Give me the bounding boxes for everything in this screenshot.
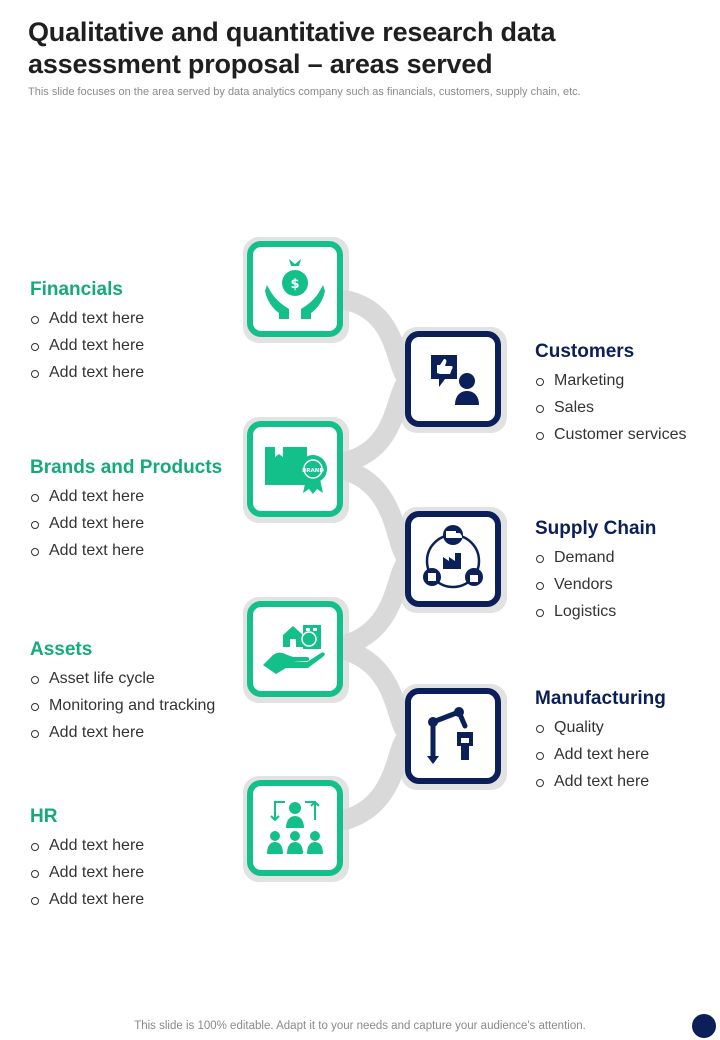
list-item: Add text here <box>30 863 144 890</box>
list-item: Logistics <box>535 602 656 629</box>
tile-supply-chain <box>405 511 501 607</box>
area-title: Assets <box>30 639 93 660</box>
page-indicator-dot <box>692 1014 716 1038</box>
list-item: Add text here <box>30 890 144 917</box>
supply-chain-cycle-icon <box>423 525 483 589</box>
list-item: Add text here <box>30 723 215 750</box>
list-item: Marketing <box>535 371 686 398</box>
area-hr: HR Add text here Add text here Add text … <box>30 806 144 917</box>
page-title: Qualitative and quantitative research da… <box>28 17 556 79</box>
area-supply-chain: Supply Chain Demand Vendors Logistics <box>535 518 656 629</box>
list-item: Customer services <box>535 425 686 452</box>
list-item: Add text here <box>535 772 666 799</box>
team-icon <box>267 800 323 854</box>
svg-text:BRAND: BRAND <box>302 468 324 474</box>
tile-hr <box>247 780 343 876</box>
area-title: Manufacturing <box>535 688 666 709</box>
list-item: Add text here <box>30 336 144 363</box>
brand-box-icon: BRAND <box>265 447 327 494</box>
list-item: Monitoring and tracking <box>30 696 215 723</box>
area-customers: Customers Marketing Sales Customer servi… <box>535 341 686 452</box>
tile-financials: $ <box>247 241 343 337</box>
money-bag-hands-icon: $ <box>265 259 325 319</box>
list-item: Add text here <box>30 514 222 541</box>
area-financials: Financials Add text here Add text here A… <box>30 279 144 390</box>
footer-note: This slide is 100% editable. Adapt it to… <box>134 1020 586 1032</box>
list-item: Quality <box>535 718 666 745</box>
customer-feedback-icon <box>431 355 479 405</box>
page-subtitle: This slide focuses on the area served by… <box>28 86 581 98</box>
list-item: Vendors <box>535 575 656 602</box>
list-item: Add text here <box>30 487 222 514</box>
robot-arm-icon <box>427 707 473 764</box>
area-title: Supply Chain <box>535 518 657 539</box>
list-item: Sales <box>535 398 686 425</box>
tile-assets <box>247 601 343 697</box>
list-item: Add text here <box>30 363 144 390</box>
asset-hand-icon <box>263 625 325 674</box>
area-manufacturing: Manufacturing Quality Add text here Add … <box>535 688 666 799</box>
area-title: Brands and Products <box>30 457 223 478</box>
list-item: Add text here <box>30 541 222 568</box>
area-brands-products: Brands and Products Add text here Add te… <box>30 457 222 568</box>
list-item: Add text here <box>30 309 144 336</box>
area-title: Customers <box>535 341 635 362</box>
area-title: HR <box>30 806 58 827</box>
list-item: Demand <box>535 548 656 575</box>
area-title: Financials <box>30 279 123 300</box>
svg-text:$: $ <box>290 277 299 292</box>
tile-customers <box>405 331 501 427</box>
area-assets: Assets Asset life cycle Monitoring and t… <box>30 639 215 750</box>
tile-manufacturing <box>405 688 501 784</box>
list-item: Add text here <box>30 836 144 863</box>
list-item: Add text here <box>535 745 666 772</box>
tile-brands: BRAND <box>247 421 343 517</box>
list-item: Asset life cycle <box>30 669 215 696</box>
